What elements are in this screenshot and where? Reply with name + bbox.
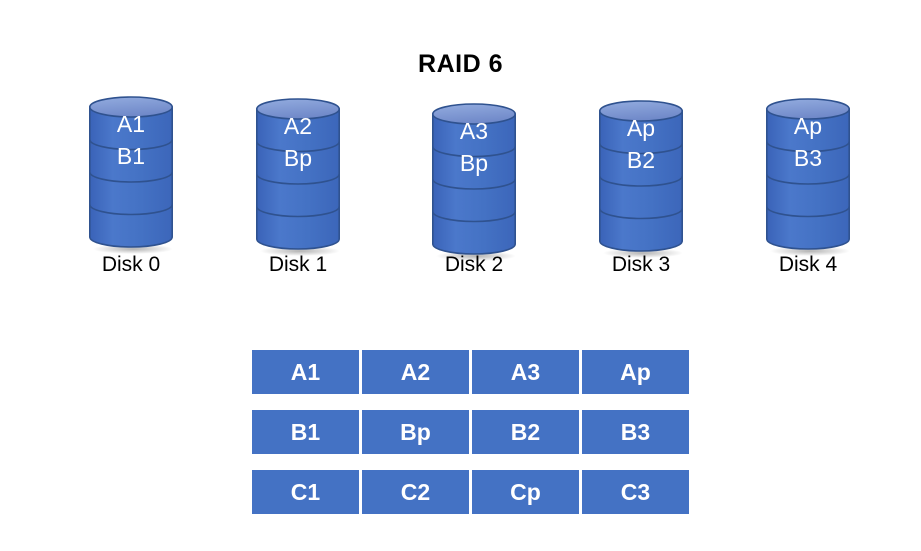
- disk-caption-2: Disk 2: [444, 253, 504, 276]
- disk-caption-4: Disk 4: [778, 253, 838, 276]
- disk-cylinder: [88, 96, 174, 254]
- stripe-cell: C1: [252, 470, 359, 514]
- disk-cylinder: [431, 103, 517, 261]
- disk-caption-3: Disk 3: [611, 253, 671, 276]
- disk-caption-1: Disk 1: [268, 253, 328, 276]
- disk-cylinder: [765, 98, 851, 256]
- stripe-cell: Ap: [582, 350, 689, 394]
- disk-cylinder: [598, 100, 684, 258]
- stripe-cell: A3: [472, 350, 579, 394]
- stripe-cell: Cp: [472, 470, 579, 514]
- disk-caption-0: Disk 0: [101, 253, 161, 276]
- page-title: RAID 6: [418, 50, 503, 78]
- stripe-cell: B2: [472, 410, 579, 454]
- stripe-cell: B1: [252, 410, 359, 454]
- stripe-cell: C2: [362, 470, 469, 514]
- stripe-cell: A1: [252, 350, 359, 394]
- stripe-cell: B3: [582, 410, 689, 454]
- stripe-cell: A2: [362, 350, 469, 394]
- disk-cylinder: [255, 98, 341, 256]
- stripe-cell: C3: [582, 470, 689, 514]
- stripe-cell: Bp: [362, 410, 469, 454]
